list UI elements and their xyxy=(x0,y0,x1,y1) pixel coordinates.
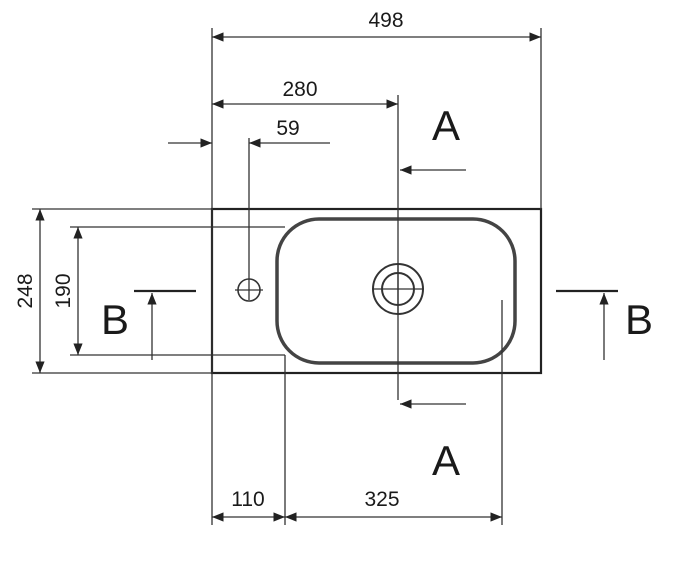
dim-label-325: 325 xyxy=(364,488,399,511)
dim-label-280: 280 xyxy=(282,78,317,101)
dim-label-59: 59 xyxy=(276,117,299,140)
bowl-inner-highlight xyxy=(279,221,513,361)
section-b-right-label: B xyxy=(625,296,653,343)
dim-label-110: 110 xyxy=(231,488,264,511)
dim-label-190: 190 xyxy=(52,273,75,308)
section-a-top-label: A xyxy=(432,102,460,149)
dim-label-498: 498 xyxy=(368,9,403,32)
section-a-bottom-label: A xyxy=(432,437,460,484)
dim-label-248: 248 xyxy=(14,273,37,308)
bowl-outer xyxy=(275,217,517,365)
countertop-outline xyxy=(210,207,543,375)
section-b-left-label: B xyxy=(101,296,129,343)
